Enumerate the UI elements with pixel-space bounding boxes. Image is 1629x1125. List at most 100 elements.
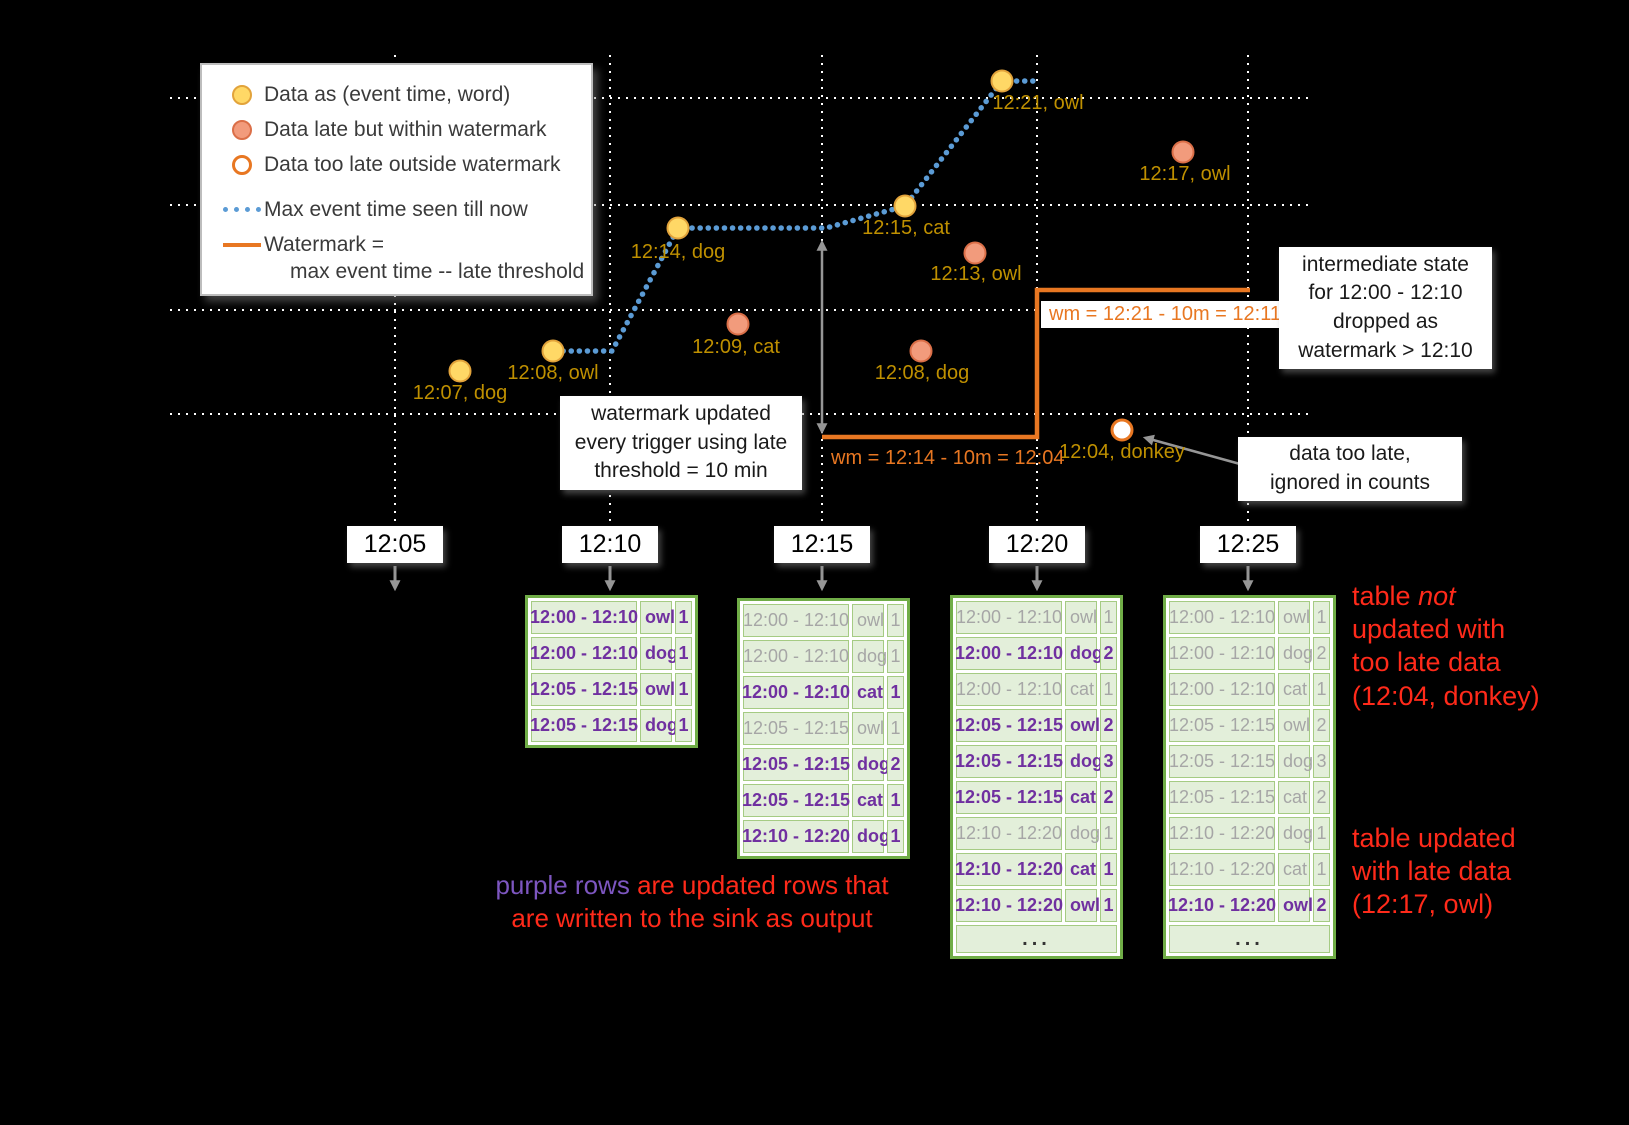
count-cell: 2 <box>1100 637 1117 670</box>
window-cell: 12:10 - 12:20 <box>955 889 1063 922</box>
legend-item: Data as (event time, word) <box>202 77 591 112</box>
count-cell: 1 <box>1100 853 1117 886</box>
window-cell: 12:00 - 12:10 <box>1169 673 1275 706</box>
window-cell: 12:05 - 12:15 <box>743 712 849 745</box>
not-updated-line4: (12:04, donkey) <box>1352 680 1540 711</box>
word-cell: owl <box>1278 601 1310 634</box>
trigger-time-label: 12:05 <box>347 526 443 563</box>
data-point-label: 12:15, cat <box>862 217 950 239</box>
word-cell: owl <box>1065 601 1097 634</box>
callout-line: threshold = 10 min <box>594 459 768 483</box>
data-point-label: 12:04, donkey <box>1059 441 1185 463</box>
word-cell: dog <box>1065 637 1103 670</box>
data-point-label: 12:08, owl <box>507 362 599 384</box>
word-cell: dog <box>640 637 678 670</box>
window-cell: 12:10 - 12:20 <box>1169 817 1275 850</box>
table-updated-note: table updated with late data (12:17, owl… <box>1352 822 1516 922</box>
count-cell: 1 <box>887 712 904 745</box>
word-cell: owl <box>1065 709 1100 742</box>
sink-output-note: purple rows are updated rows that are wr… <box>482 869 902 936</box>
word-cell: owl <box>1278 889 1313 922</box>
count-cell: 2 <box>1313 781 1330 814</box>
ontime-data-point <box>990 69 1014 93</box>
data-point-label: 12:14, dog <box>630 241 726 263</box>
callout-line: watermark updated <box>591 402 771 426</box>
window-cell: 12:05 - 12:15 <box>1169 745 1275 778</box>
ontime-data-point <box>448 359 472 383</box>
window-cell: 12:00 - 12:10 <box>743 604 849 637</box>
ontime-data-point <box>893 194 917 218</box>
window-cell: 12:10 - 12:20 <box>955 853 1063 886</box>
callout-line: intermediate state <box>1302 252 1469 276</box>
late-data-point <box>1171 140 1195 164</box>
callout-line: data too late, <box>1289 442 1411 466</box>
legend-item-label: Data late but within watermark <box>264 117 547 141</box>
legend-icon-cell <box>219 207 264 212</box>
word-cell: cat <box>1065 853 1097 886</box>
data-point-label: 12:07, dog <box>412 382 508 404</box>
late-data-point <box>726 312 750 336</box>
sink-note-line2: are written to the sink as output <box>511 903 873 934</box>
more-rows-ellipsis: ... <box>956 925 1117 953</box>
legend-icon-cell <box>219 242 264 247</box>
more-rows-ellipsis: ... <box>1169 925 1330 953</box>
word-cell: owl <box>1065 889 1100 922</box>
count-cell: 2 <box>1313 709 1330 742</box>
trigger-time-label: 12:25 <box>1200 526 1296 563</box>
legend-item-label: Watermark = <box>264 232 384 256</box>
callout-line: for 12:00 - 12:10 <box>1308 281 1463 305</box>
window-cell: 12:00 - 12:10 <box>530 637 638 670</box>
word-cell: dog <box>852 748 890 781</box>
count-cell: 2 <box>1313 889 1330 922</box>
callout-line: every trigger using late <box>574 430 788 454</box>
count-cell: 1 <box>887 640 904 673</box>
window-cell: 12:10 - 12:20 <box>956 817 1062 850</box>
updated-line2: with late data <box>1352 856 1512 887</box>
max-event-line-icon <box>222 207 261 212</box>
data-point-label: 12:09, cat <box>692 336 780 358</box>
count-cell: 1 <box>887 604 904 637</box>
legend-item-label: Max event time seen till now <box>264 197 528 221</box>
window-cell: 12:00 - 12:10 <box>955 637 1063 670</box>
window-cell: 12:00 - 12:10 <box>743 640 849 673</box>
word-cell: cat <box>852 784 884 817</box>
count-cell: 1 <box>675 637 692 670</box>
sink-note-line1-rest: are updated rows that <box>629 870 889 900</box>
window-cell: 12:00 - 12:10 <box>956 673 1062 706</box>
toolate-data-point <box>1110 418 1134 442</box>
watermark-formula-label: wm = 12:21 - 10m = 12:11 <box>1041 301 1289 328</box>
window-cell: 12:05 - 12:15 <box>1169 781 1275 814</box>
window-cell: 12:00 - 12:10 <box>1169 601 1275 634</box>
data-point-label: 12:17, owl <box>1139 163 1231 185</box>
word-cell: owl <box>852 604 884 637</box>
window-cell: 12:05 - 12:15 <box>955 745 1063 778</box>
word-cell: dog <box>1065 745 1103 778</box>
legend-item: Data late but within watermark <box>202 112 591 147</box>
updated-line1: table updated <box>1352 823 1516 853</box>
count-cell: 1 <box>1100 889 1117 922</box>
window-cell: 12:05 - 12:15 <box>1169 709 1275 742</box>
not-updated-line3: too late data <box>1352 647 1501 678</box>
count-cell: 3 <box>1100 745 1117 778</box>
not-updated-line2: updated with <box>1352 614 1506 645</box>
count-cell: 1 <box>1100 817 1117 850</box>
window-cell: 12:05 - 12:15 <box>742 784 850 817</box>
count-cell: 1 <box>675 601 692 634</box>
legend-item: Max event time seen till now <box>202 192 591 227</box>
ontime-data-point <box>541 339 565 363</box>
count-cell: 3 <box>1313 745 1330 778</box>
window-cell: 12:05 - 12:15 <box>955 781 1063 814</box>
legend-icon-cell <box>219 84 264 105</box>
data-point-label: 12:21, owl <box>992 92 1084 114</box>
word-cell: owl <box>1278 709 1310 742</box>
count-cell: 1 <box>887 676 904 709</box>
callout-line: dropped as <box>1332 310 1439 333</box>
window-cell: 12:00 - 12:10 <box>530 601 638 634</box>
word-cell: owl <box>640 673 675 706</box>
window-cell: 12:05 - 12:15 <box>530 673 638 706</box>
